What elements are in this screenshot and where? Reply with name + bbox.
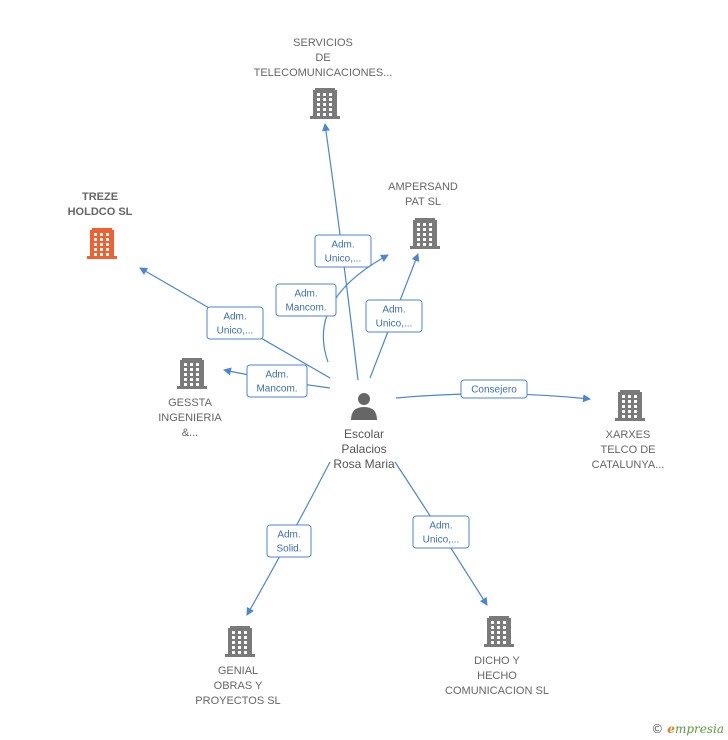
center-label-line: Rosa Maria	[333, 457, 395, 471]
node-servicios-label-line: TELECOMUNICACIONES...	[254, 67, 393, 79]
center-label-line: Palacios	[341, 442, 386, 456]
node-xarxes-label-line: TELCO DE	[600, 444, 655, 456]
node-xarxes-label-line: CATALUNYA...	[592, 459, 665, 471]
edge-xarxes-5: Consejero	[395, 379, 591, 403]
edge-label-frame	[266, 524, 312, 558]
node-genial-label-line: PROYECTOS SL	[195, 695, 280, 707]
edge-label-box[interactable]: Adm. Solid.	[266, 524, 312, 558]
brand-logo-e: e	[667, 722, 675, 736]
edge-dicho-7: Adm. Unico,...	[394, 461, 488, 606]
edge-genial-6: Adm. Solid.	[246, 461, 331, 616]
copyright-symbol: ©	[651, 722, 664, 736]
edge-label-text: Adm.	[429, 521, 452, 532]
node-ampersand[interactable]: AMPERSAND PAT SL	[388, 181, 458, 249]
center-label-line: Escolar	[344, 427, 384, 441]
node-dicho-label-line: HECHO	[477, 670, 517, 682]
brand-logo-text: mpresia	[674, 722, 724, 736]
edge-label-frame	[412, 515, 470, 549]
node-xarxes-label-line: XARXES	[606, 429, 651, 441]
edge-label-text: Unico,...	[423, 535, 460, 546]
edge-label-frame	[275, 283, 337, 317]
edge-label-text: Adm.	[331, 240, 354, 251]
edge-label-text: Unico,...	[217, 326, 254, 337]
building-icon	[615, 390, 645, 421]
edge-treze-2: Adm. Mancom.	[275, 254, 389, 363]
node-servicios-label-line: SERVICIOS	[293, 37, 353, 49]
edge-label-text: Mancom.	[285, 303, 326, 314]
edge-servicios-0: Adm. Unico,...	[314, 123, 372, 381]
node-treze-label-line: TREZE	[82, 191, 118, 203]
node-genial-label-line: GENIAL	[218, 665, 258, 677]
building-icon	[410, 218, 440, 249]
edge-treze-3: Adm. Unico,...	[139, 267, 331, 379]
node-genial-label-line: OBRAS Y	[214, 680, 263, 692]
edge-label-box[interactable]: Adm. Unico,...	[206, 306, 264, 340]
edge-label-box[interactable]: Adm. Mancom.	[275, 283, 337, 317]
edge-ampersand-1: Adm. Unico,...	[365, 253, 423, 379]
edge-label-text: Adm.	[294, 289, 317, 300]
node-genial[interactable]: GENIAL OBRAS Y PROYECTOS SL	[195, 626, 281, 707]
edge-label-text: Adm.	[265, 370, 288, 381]
edge-label-frame	[246, 364, 308, 398]
building-icon	[484, 616, 514, 647]
node-treze[interactable]: TREZE HOLDCO SL	[68, 191, 133, 259]
building-icon	[87, 228, 117, 259]
edge-label-text: Unico,...	[376, 319, 413, 330]
building-icon	[177, 358, 207, 389]
edge-label-box[interactable]: Adm. Unico,...	[365, 299, 423, 333]
edge-label-box[interactable]: Adm. Unico,...	[314, 234, 372, 268]
edge-label-text: Adm.	[223, 312, 246, 323]
edge-label-frame	[460, 379, 528, 399]
edge-label-text: Adm.	[382, 305, 405, 316]
node-servicios-label-line: DE	[315, 52, 330, 64]
node-gessta-label-line: INGENIERIA	[158, 412, 222, 424]
node-dicho[interactable]: DICHO Y HECHO COMUNICACION SL	[445, 616, 549, 697]
edge-label-text: Consejero	[471, 385, 517, 396]
node-gessta-label-line: GESSTA	[168, 397, 212, 409]
building-icon	[310, 88, 340, 119]
edge-label-frame	[314, 234, 372, 268]
node-ampersand-label-line: PAT SL	[405, 196, 441, 208]
building-icon	[225, 626, 255, 657]
node-gessta-label-line: &...	[182, 427, 199, 439]
edge-label-box[interactable]: Consejero	[460, 379, 528, 399]
person-icon	[351, 393, 377, 420]
edge-gessta-4: Adm. Mancom.	[223, 364, 331, 398]
edge-label-frame	[365, 299, 423, 333]
edge-label-box[interactable]: Adm. Unico,...	[412, 515, 470, 549]
edge-label-text: Unico,...	[325, 254, 362, 265]
node-treze-label-line: HOLDCO SL	[68, 206, 133, 218]
edge-label-text: Solid.	[276, 544, 301, 555]
edge-label-text: Mancom.	[256, 384, 297, 395]
node-servicios[interactable]: SERVICIOS DE TELECOMUNICACIONES...	[254, 37, 393, 119]
edge-label-text: Adm.	[277, 530, 300, 541]
node-dicho-label-line: DICHO Y	[474, 655, 520, 667]
edge-label-frame	[206, 306, 264, 340]
node-gessta[interactable]: GESSTA INGENIERIA &...	[158, 358, 222, 439]
footer-brand: ©empresia	[651, 722, 724, 736]
edge-label-box[interactable]: Adm. Mancom.	[246, 364, 308, 398]
node-ampersand-label-line: AMPERSAND	[388, 181, 458, 193]
node-dicho-label-line: COMUNICACION SL	[445, 685, 549, 697]
node-xarxes[interactable]: XARXES TELCO DE CATALUNYA...	[592, 390, 665, 471]
